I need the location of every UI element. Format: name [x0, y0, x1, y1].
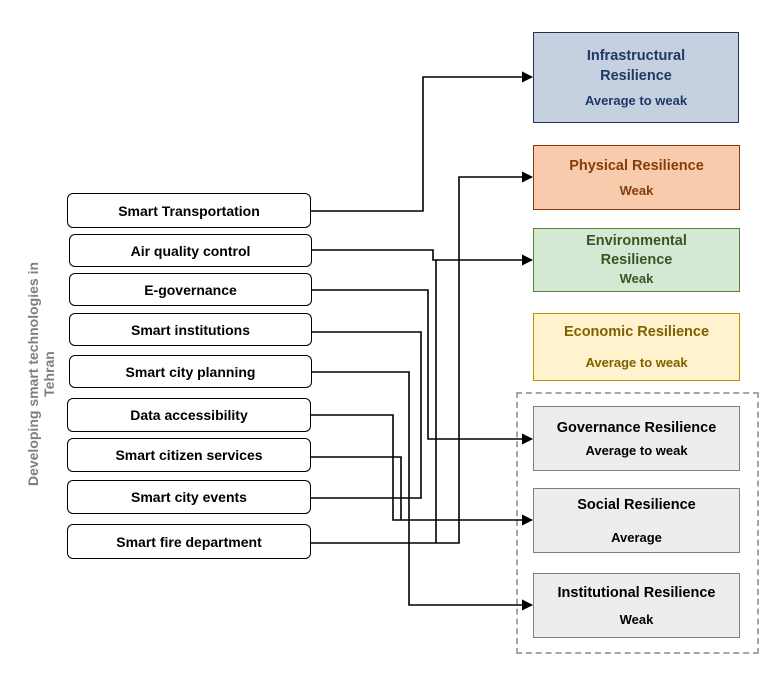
connector-transportation-to-infrastructural	[311, 71, 534, 212]
resilience-box-institutional: Institutional Resilience Weak	[533, 573, 740, 638]
resilience-box-governance: Governance Resilience Average to weak	[533, 406, 740, 471]
resilience-title: Institutional Resilience	[557, 584, 716, 601]
tech-box-air-quality-control: Air quality control	[69, 234, 312, 267]
connector-data-to-social	[311, 414, 534, 526]
resilience-level: Average to weak	[585, 442, 688, 458]
resilience-box-social: Social Resilience Average	[533, 488, 740, 553]
tech-box-smart-fire-department: Smart fire department	[67, 524, 311, 559]
connector-planning-to-institutional	[312, 371, 534, 611]
connector-egov-to-governance	[312, 289, 534, 445]
connector-airquality-to-environmental	[312, 249, 534, 266]
resilience-level: Average to weak	[585, 355, 688, 370]
resilience-title: Physical Resilience	[569, 157, 704, 174]
resilience-box-environmental: Environmental Resilience Weak	[533, 228, 740, 292]
tech-box-smart-transportation: Smart Transportation	[67, 193, 311, 228]
resilience-box-physical: Physical Resilience Weak	[533, 145, 740, 210]
resilience-level: Average	[611, 529, 662, 545]
tech-box-e-governance: E-governance	[69, 273, 312, 306]
tech-box-smart-citizen-services: Smart citizen services	[67, 438, 311, 472]
resilience-level: Average to weak	[584, 92, 688, 108]
resilience-title: Economic Resilience	[563, 324, 710, 340]
resilience-title: Infrastructural Resilience	[586, 47, 686, 84]
connector-citizen-to-social	[311, 456, 402, 520]
resilience-title: Governance Resilience	[556, 419, 717, 436]
resilience-level: Weak	[619, 271, 654, 286]
resilience-level: Weak	[619, 182, 654, 198]
resilience-title: Social Resilience	[577, 496, 696, 513]
tech-box-smart-city-planning: Smart city planning	[69, 355, 312, 388]
dashed-group-box	[516, 392, 759, 654]
resilience-box-infrastructural: Infrastructural Resilience Average to we…	[533, 32, 739, 123]
connector-institutions-to-governance	[312, 331, 422, 439]
resilience-level: Weak	[619, 611, 654, 627]
connector-fire-to-physical	[311, 171, 534, 544]
resilience-box-economic: Economic Resilience Average to weak	[533, 313, 740, 381]
tech-box-smart-institutions: Smart institutions	[69, 313, 312, 346]
resilience-title: Environmental Resilience	[586, 233, 687, 268]
tech-box-data-accessibility: Data accessibility	[67, 398, 311, 432]
tech-box-smart-city-events: Smart city events	[67, 480, 311, 514]
connector-events-to-governance	[311, 439, 422, 499]
